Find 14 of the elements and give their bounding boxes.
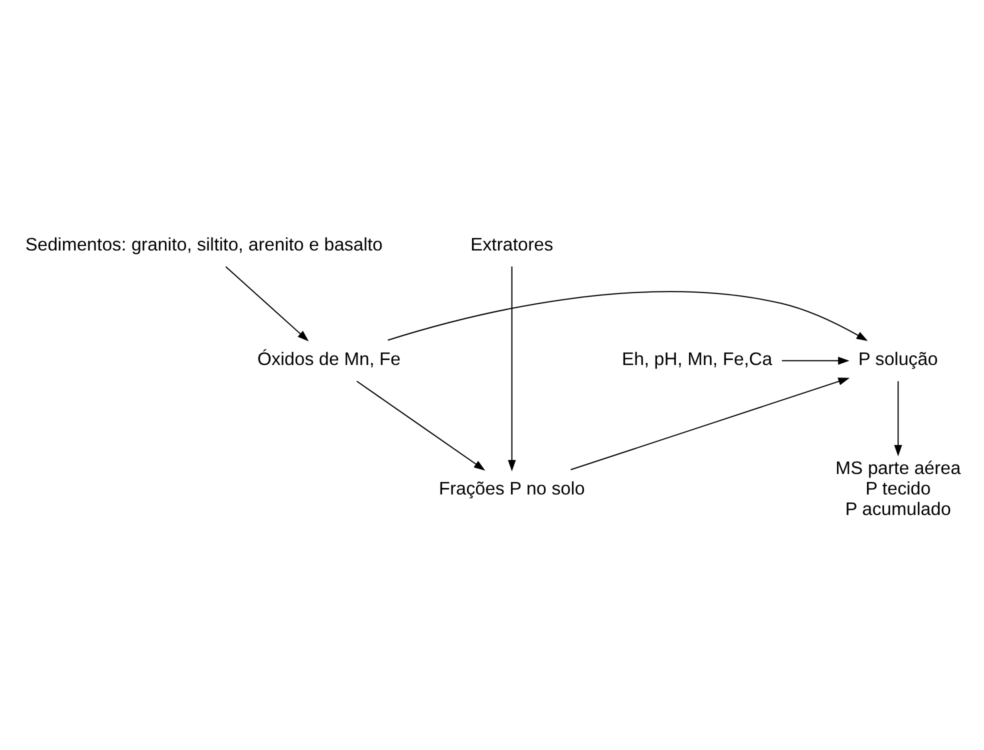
node-text: Sedimentos: granito, siltito, arenito e basalto: [25, 234, 383, 254]
arrow: [570, 377, 850, 470]
node-text: P solução: [858, 348, 938, 369]
node-text: Eh, pH, Mn, Fe,Ca: [622, 348, 772, 369]
node-text: Óxidos de Mn, Fe: [257, 348, 401, 369]
arrow: [225, 266, 309, 341]
arrow: [356, 380, 486, 470]
node-text: Extratores: [470, 234, 554, 254]
arrow: [894, 380, 902, 456]
node-text: MS parte aérea P tecido P acumulado: [836, 458, 961, 519]
node-text: Frações P no solo: [438, 478, 585, 498]
arrow: [782, 356, 850, 364]
arrow: [388, 290, 868, 341]
arrow: [508, 266, 516, 471]
